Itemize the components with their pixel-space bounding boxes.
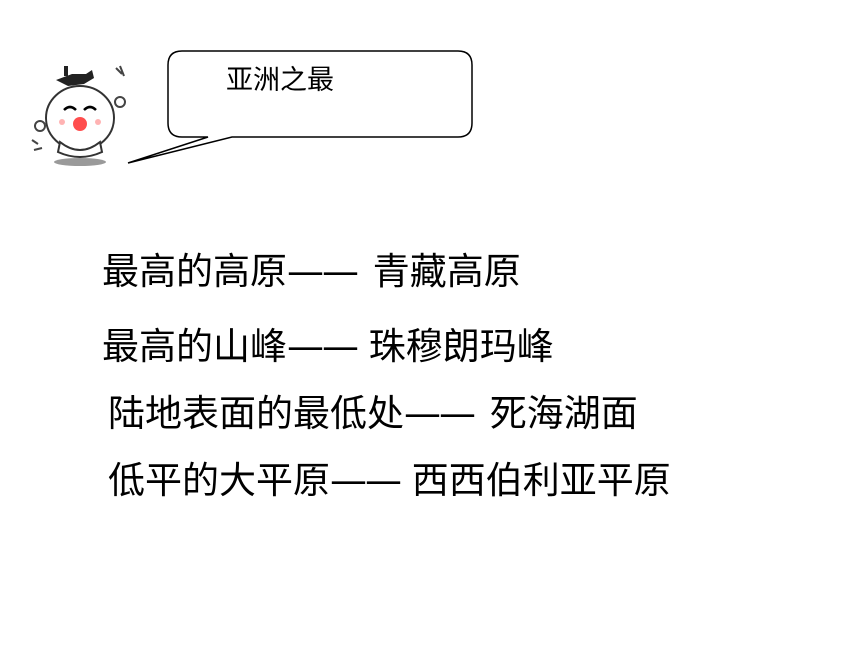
fact-answer: 青藏高原: [372, 250, 521, 293]
fact-label: 最高的山峰: [102, 325, 287, 368]
fact-dash: ——: [287, 250, 359, 293]
bubble-title: 亚洲之最: [226, 65, 334, 96]
fact-answer: 西西伯利亚平原: [411, 459, 671, 502]
speech-bubble: [127, 50, 473, 164]
fact-line: 陆地表面的最低处—— 死海湖面: [108, 390, 638, 438]
fact-dash: ——: [404, 392, 476, 435]
fact-dash: ——: [287, 325, 359, 368]
cartoon-mascot-icon: [31, 65, 126, 166]
fact-line: 最高的高原—— 青藏高原: [102, 248, 521, 296]
fact-dash: ——: [330, 459, 402, 502]
fact-label: 低平的大平原: [108, 459, 330, 502]
fact-line: 低平的大平原—— 西西伯利亚平原: [108, 457, 671, 505]
fact-label: 最高的高原: [102, 250, 287, 293]
fact-answer: 死海湖面: [489, 392, 638, 435]
fact-answer: 珠穆朗玛峰: [368, 325, 554, 368]
fact-line: 最高的山峰—— 珠穆朗玛峰: [102, 323, 554, 371]
fact-label: 陆地表面的最低处: [108, 392, 404, 435]
